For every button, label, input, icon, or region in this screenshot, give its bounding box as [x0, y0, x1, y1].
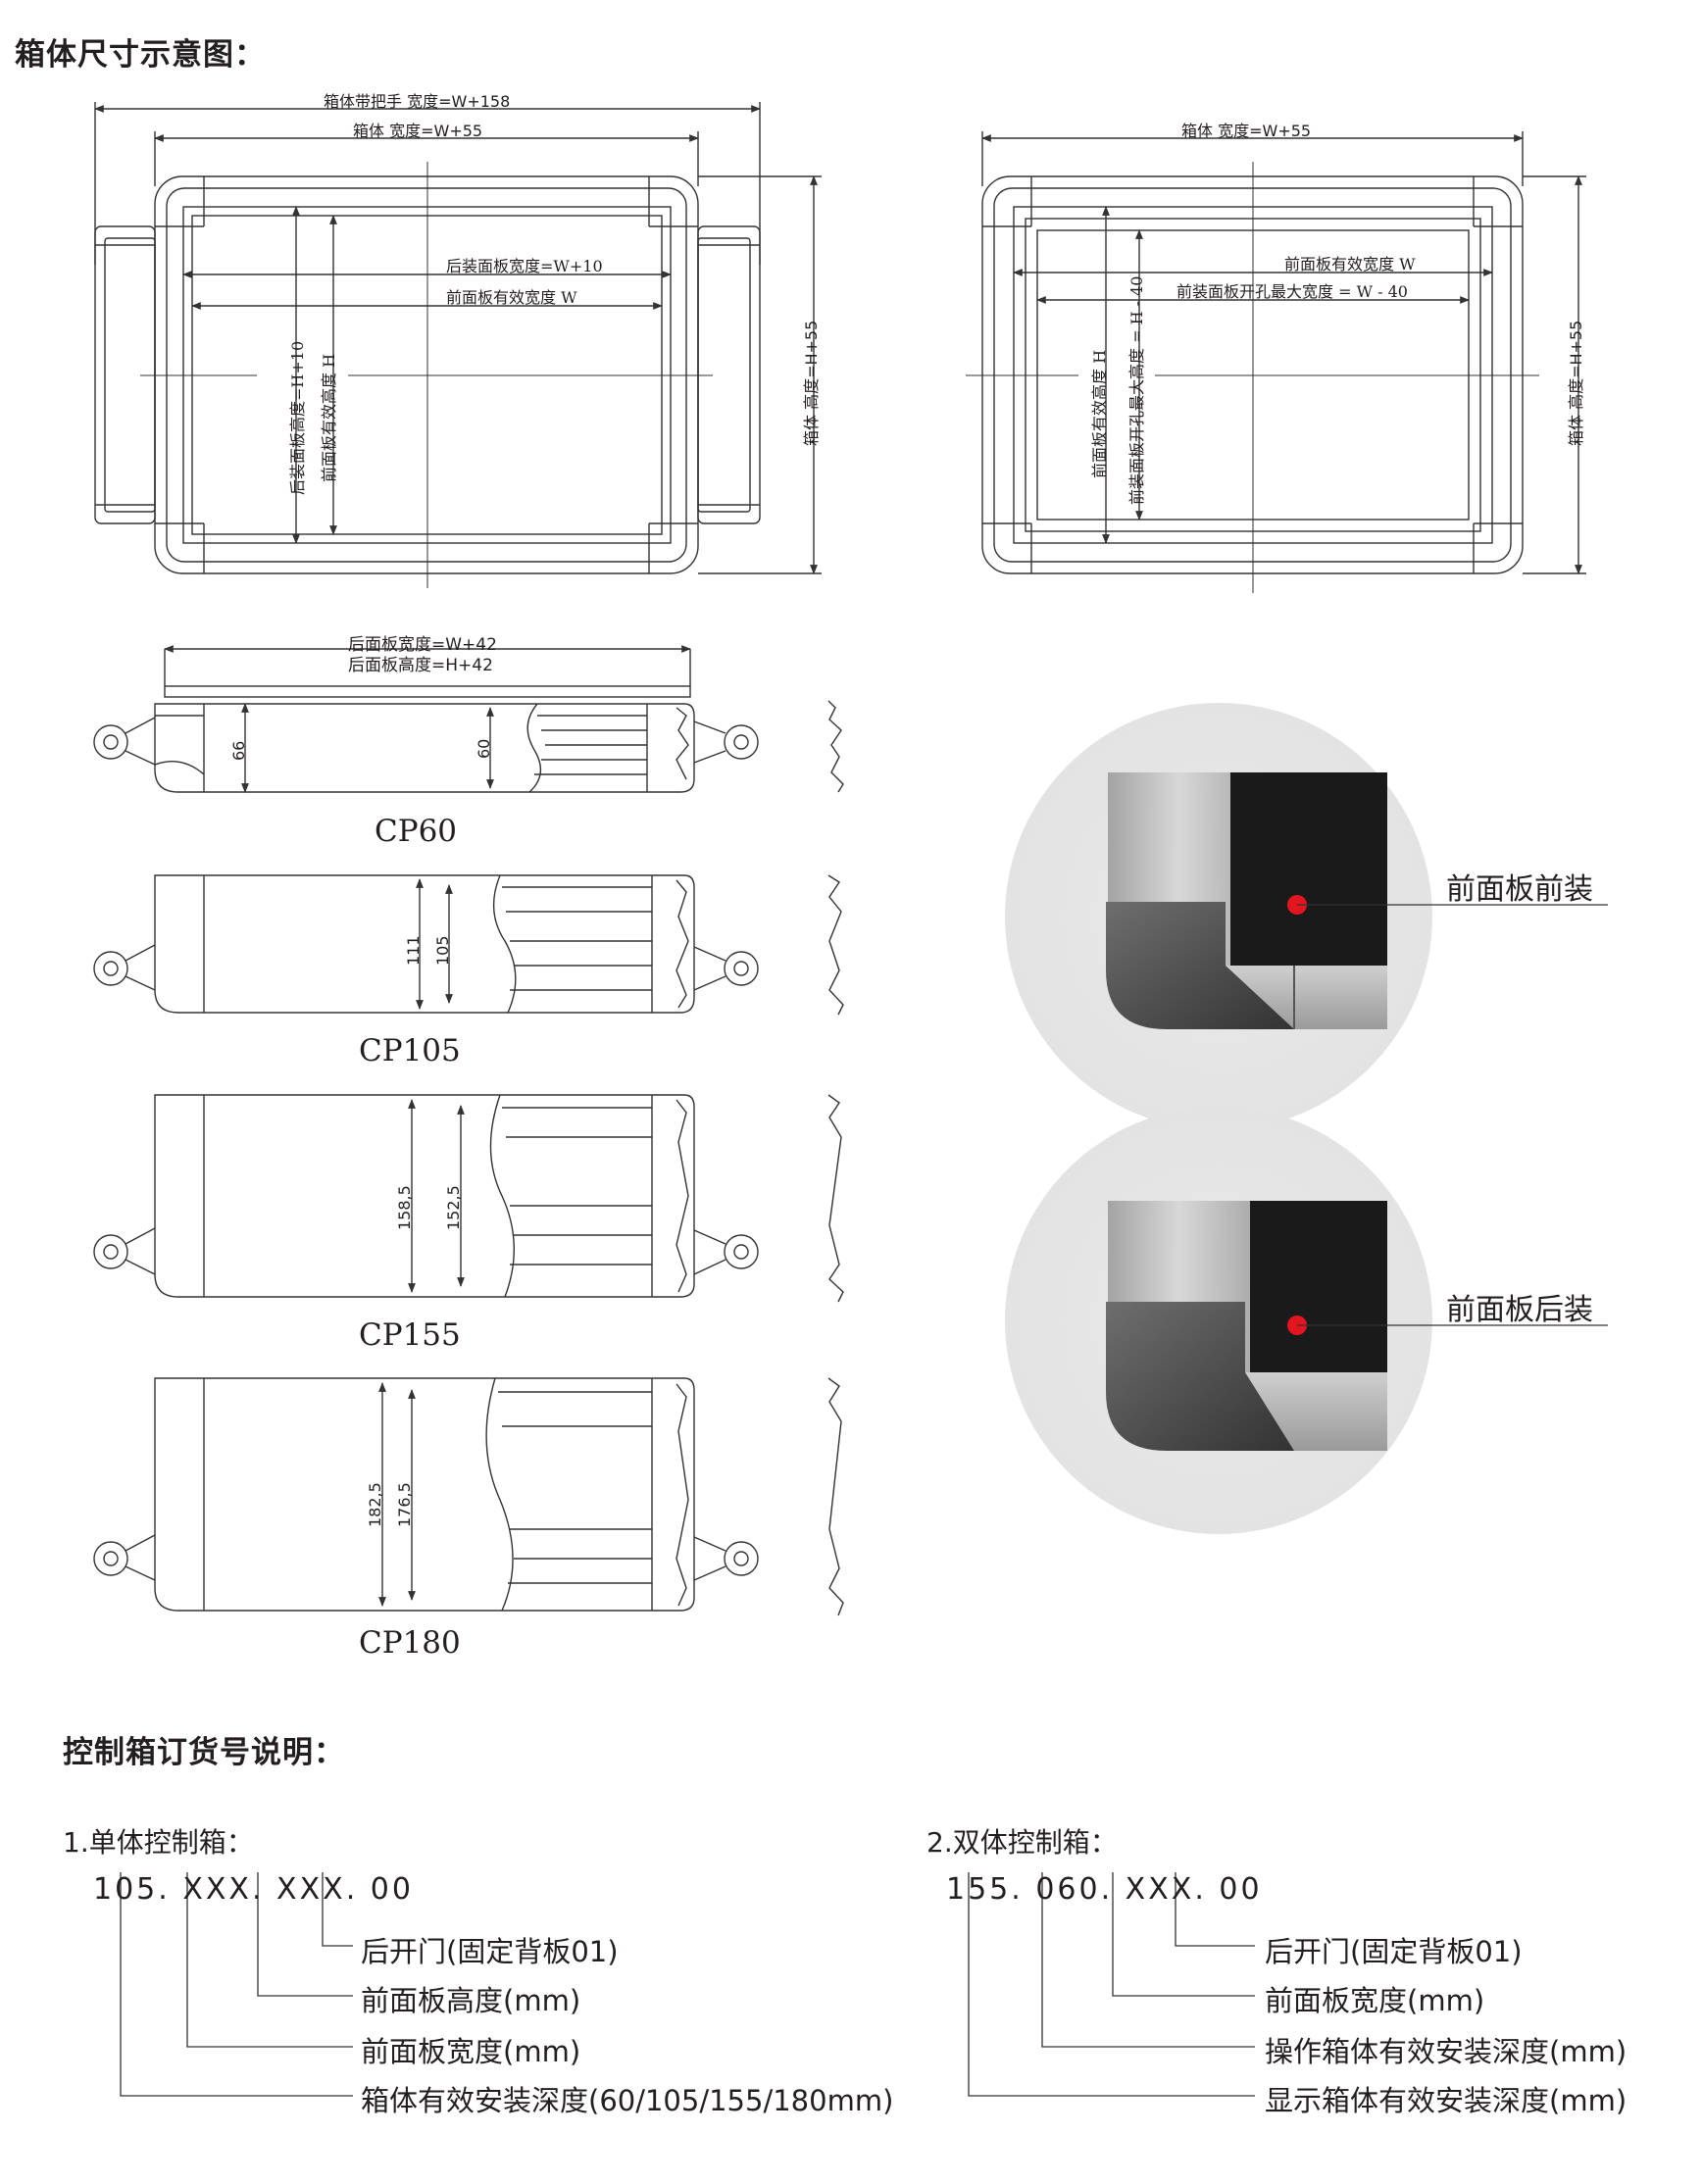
overall-width-label: 箱体带把手 宽度=W+158 — [324, 92, 511, 111]
front-effective-height-label-left: 前面板有效高度 H — [320, 353, 338, 482]
dimensions-title: 箱体尺寸示意图： — [15, 37, 266, 73]
order-code-title: 控制箱订货号说明： — [63, 1735, 345, 1770]
photo-front-mount — [1005, 703, 1608, 1130]
front-effective-width-label-right: 前面板有效宽度 W — [1284, 255, 1416, 273]
front-view-left — [94, 102, 822, 588]
rear-cutout-width-label: 前装面板开孔最大宽度 = W - 40 — [1176, 282, 1408, 301]
side-view-cp60 — [93, 700, 844, 793]
single-code: 105. XXX. XXX. 00 — [93, 1872, 414, 1907]
box-width-label-left: 箱体 宽度=W+55 — [353, 122, 483, 140]
cp105-inner-dim: 105 — [433, 935, 452, 966]
single-item-1: 后开门(固定背板01) — [361, 1935, 619, 1968]
cp60-label: CP60 — [375, 814, 458, 849]
cp180-outer-dim: 182,5 — [366, 1482, 384, 1527]
single-leaders — [120, 1872, 353, 2097]
front-effective-height-label-right: 前面板有效高度 H — [1090, 349, 1109, 478]
front-mount-label: 前面板前装 — [1446, 872, 1593, 907]
cp105-label: CP105 — [359, 1033, 461, 1068]
rear-mount-label: 前面板后装 — [1446, 1293, 1593, 1327]
double-title: 2.双体控制箱： — [926, 1826, 1118, 1859]
rear-panel-height-label: 后装面板高度=H+10 — [288, 340, 307, 495]
double-item-1: 后开门(固定背板01) — [1265, 1935, 1523, 1968]
side-view-cp105 — [93, 874, 844, 1016]
rear-panel-width-label: 后装面板宽度=W+10 — [446, 257, 603, 275]
double-code: 155. 060. XXX. 00 — [946, 1872, 1263, 1907]
rear-panel-height-side: 后面板高度=H+42 — [348, 656, 493, 675]
cp105-outer-dim: 111 — [404, 935, 423, 966]
cp155-inner-dim: 152,5 — [444, 1185, 463, 1230]
cp155-outer-dim: 158,5 — [395, 1185, 414, 1230]
cp180-inner-dim: 176,5 — [395, 1482, 414, 1527]
double-item-2: 前面板宽度(mm) — [1265, 1984, 1485, 2017]
double-item-3: 操作箱体有效安装深度(mm) — [1265, 2035, 1627, 2068]
rear-panel-width-side: 后面板宽度=W+42 — [348, 635, 497, 655]
double-item-4: 显示箱体有效安装深度(mm) — [1265, 2084, 1627, 2117]
photo-rear-mount — [1005, 1107, 1608, 1534]
side-view-cp155 — [93, 1094, 844, 1303]
front-effective-width-label-left: 前面板有效宽度 W — [446, 288, 577, 307]
box-height-label-right: 箱体 高度=H+55 — [1567, 320, 1585, 446]
cp60-outer-dim: 66 — [229, 740, 248, 761]
cp155-label: CP155 — [359, 1317, 461, 1353]
single-item-2: 前面板高度(mm) — [361, 1984, 581, 2017]
rear-cutout-height-label: 前装面板开孔最大高度 = H - 40 — [1127, 275, 1146, 505]
cp180-label: CP180 — [359, 1625, 461, 1661]
single-item-3: 前面板宽度(mm) — [361, 2035, 581, 2068]
double-leaders — [968, 1872, 1255, 2097]
box-width-label-right: 箱体 宽度=W+55 — [1181, 122, 1312, 140]
side-view-cp180 — [93, 1377, 844, 1616]
single-item-4: 箱体有效安装深度(60/105/155/180mm) — [361, 2084, 894, 2117]
box-height-label-left: 箱体 高度=H+55 — [802, 320, 821, 446]
single-title: 1.单体控制箱： — [63, 1826, 254, 1859]
cp60-inner-dim: 60 — [475, 738, 493, 759]
front-view-right — [966, 131, 1586, 593]
